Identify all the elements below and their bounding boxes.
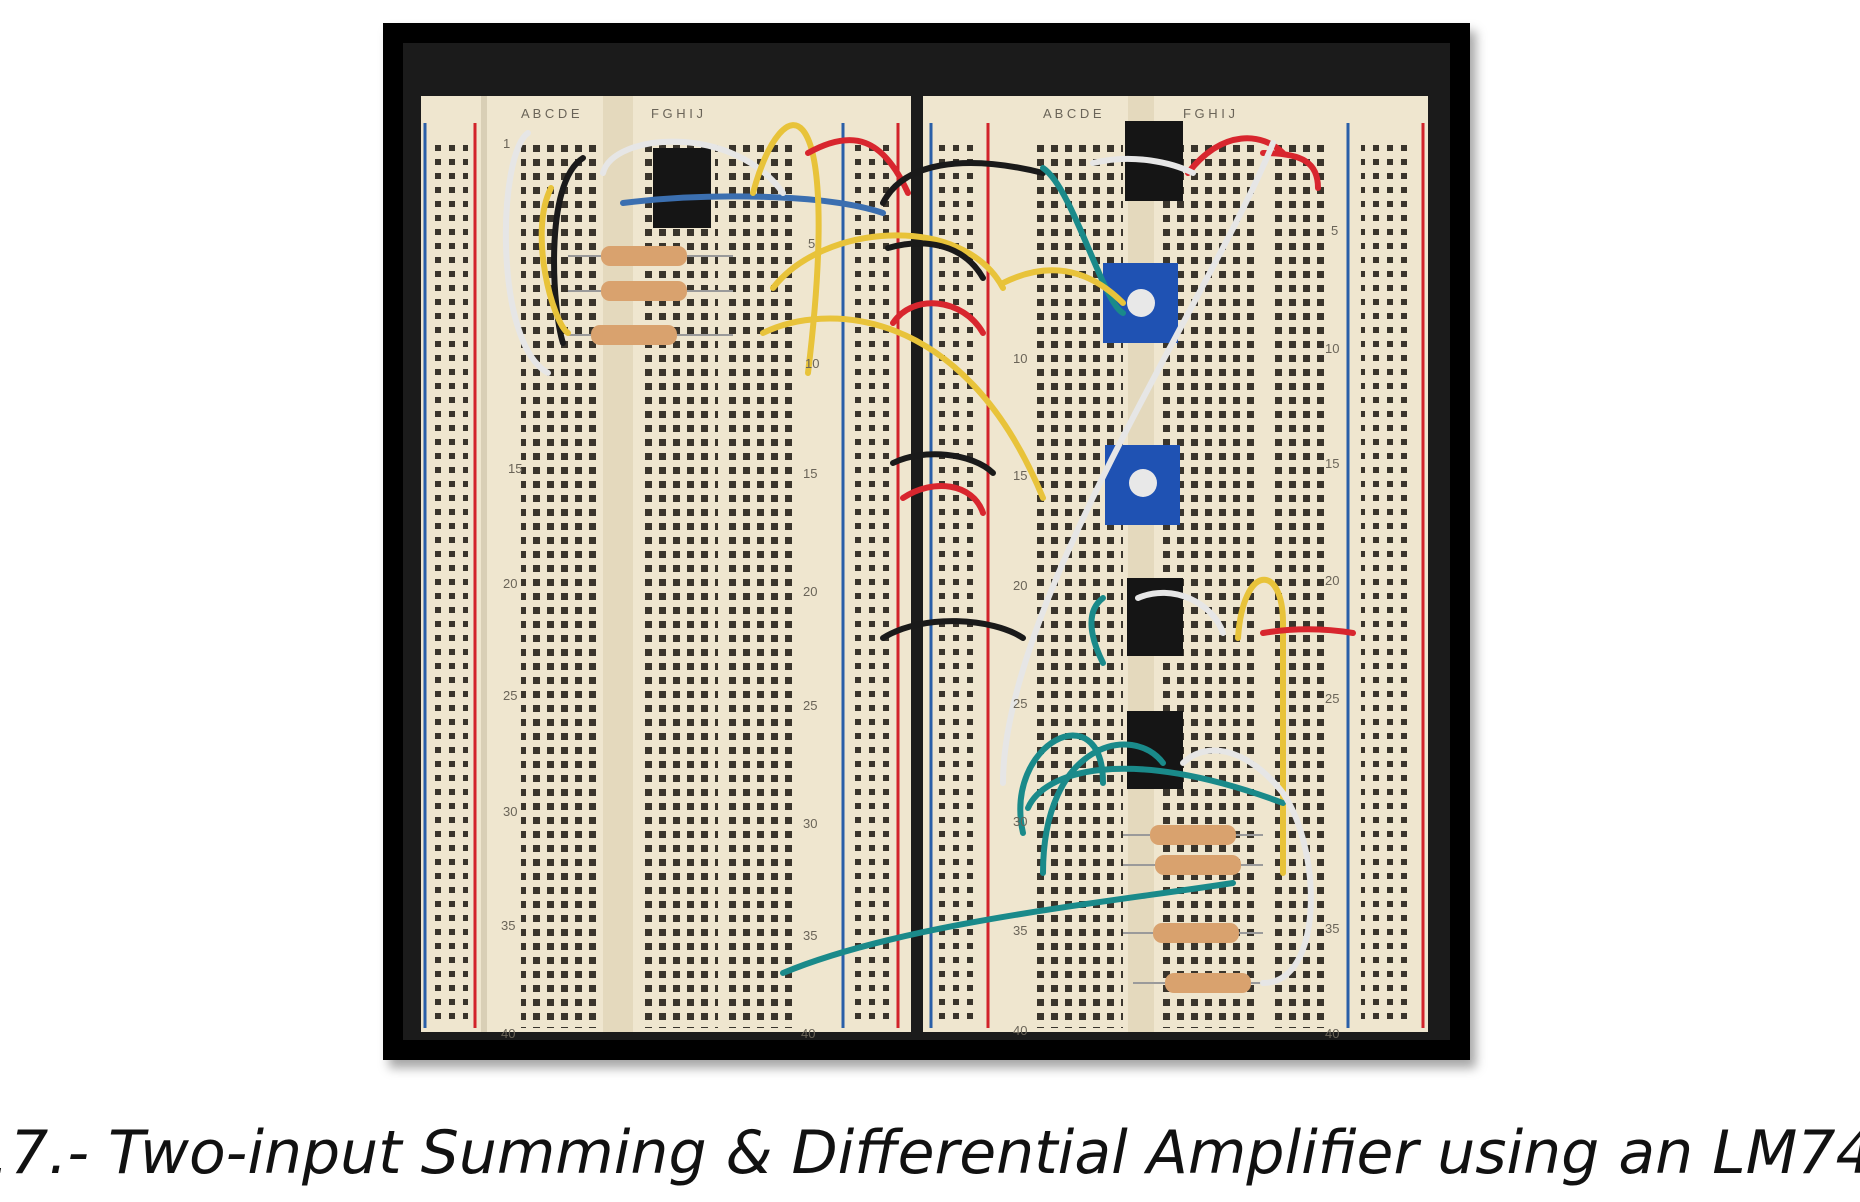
row-number: 35 — [501, 918, 515, 933]
row-number: 10 — [1013, 351, 1027, 366]
resistor-bodies — [591, 246, 1251, 993]
row-number: 20 — [503, 576, 517, 591]
breadboard-photo: A B C D E F G H I J 1 15 20 25 30 35 40 … — [383, 23, 1470, 1060]
row-number: 25 — [1013, 696, 1027, 711]
left-breadboard — [421, 96, 911, 1032]
ic-chip — [1127, 578, 1183, 656]
row-number: 25 — [1325, 691, 1339, 706]
row-number: 35 — [1325, 921, 1339, 936]
figure-caption: 17.- Two-input Summing & Differential Am… — [0, 1118, 1860, 1202]
row-number: 20 — [803, 584, 817, 599]
row-number: 10 — [1325, 341, 1339, 356]
column-labels: A B C D E — [521, 106, 580, 121]
row-number: 25 — [503, 688, 517, 703]
row-number: 15 — [508, 461, 522, 476]
ic-chip — [1127, 711, 1183, 789]
row-number: 35 — [1013, 923, 1027, 938]
row-number: 15 — [803, 466, 817, 481]
caption-text: 17.- Two-input Summing & Differential Am… — [0, 1118, 1860, 1188]
row-number: 40 — [501, 1026, 515, 1040]
row-number: 5 — [808, 236, 815, 251]
potentiometer — [1105, 445, 1180, 525]
column-labels: F G H I J — [651, 106, 703, 121]
row-number: 30 — [1013, 814, 1027, 829]
row-number: 1 — [503, 136, 510, 151]
ic-chip — [653, 148, 711, 228]
row-number: 25 — [803, 698, 817, 713]
wires — [502, 122, 1356, 986]
column-labels: A B C D E — [1043, 106, 1102, 121]
row-number: 40 — [1325, 1026, 1339, 1040]
column-labels: F G H I J — [1183, 106, 1235, 121]
row-number: 30 — [503, 804, 517, 819]
row-number: 40 — [1013, 1023, 1027, 1038]
row-number: 5 — [1331, 223, 1338, 238]
row-number: 35 — [803, 928, 817, 943]
row-number: 20 — [1013, 578, 1027, 593]
row-number: 15 — [1013, 468, 1027, 483]
row-number: 15 — [1325, 456, 1339, 471]
breadboard-image: A B C D E F G H I J 1 15 20 25 30 35 40 … — [403, 43, 1450, 1040]
row-number: 30 — [803, 816, 817, 831]
row-number: 40 — [801, 1026, 815, 1040]
row-number: 20 — [1325, 573, 1339, 588]
row-number: 10 — [805, 356, 819, 371]
